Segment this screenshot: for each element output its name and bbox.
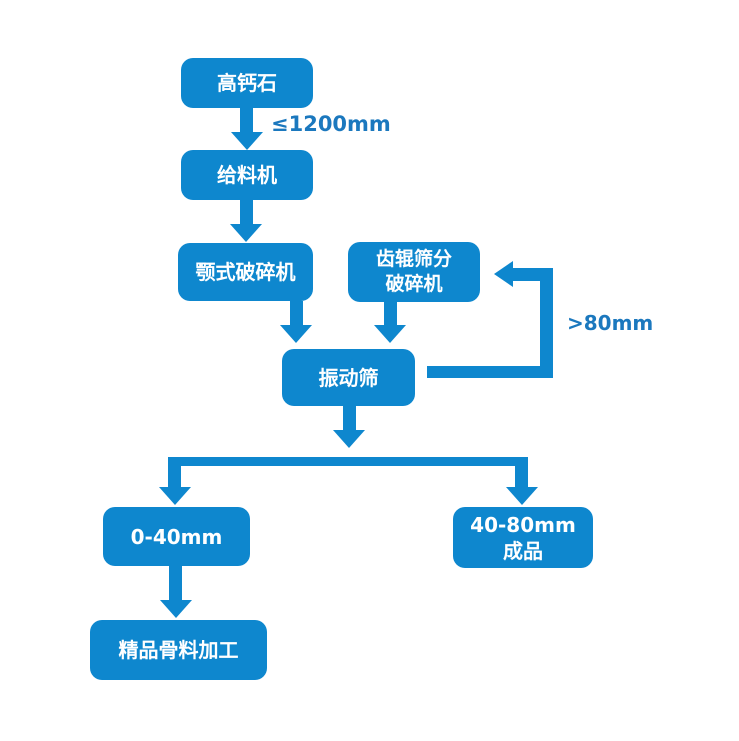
arrow-head-down-icon [230,224,262,242]
node-jaw-crusher: 颚式破碎机 [178,243,313,301]
arrow-segment [240,199,253,225]
arrow-head-down-icon [333,430,365,448]
node-product-0-40mm-label: 0-40mm [130,524,223,549]
loop-top-segment [513,268,553,281]
node-product-40-80mm-finished-label: 40-80mm 成品 [470,512,576,563]
arrow-head-down-icon [231,132,263,150]
node-feeder-label: 给料机 [217,163,277,187]
arrow-head-down-icon [374,325,406,343]
split-right-segment [515,457,528,488]
arrow-segment [343,406,356,430]
node-toothed-roller-screening-crusher-label: 齿辊筛分 破碎机 [375,248,452,295]
node-premium-aggregate-processing-label: 精品骨料加工 [118,638,239,662]
arrow-head-down-icon [159,487,191,505]
arrow-segment [290,301,303,326]
edge-label-oversize-return: >80mm [567,311,654,335]
node-vibrating-screen-label: 振动筛 [318,365,379,390]
arrow-head-left-icon [494,261,513,287]
node-premium-aggregate-processing: 精品骨料加工 [90,620,267,680]
arrow-head-down-icon [506,487,538,505]
arrow-segment [240,107,253,133]
split-left-segment [168,457,181,488]
arrow-head-down-icon [160,600,192,618]
arrow-segment [384,302,397,326]
loop-bottom-segment [427,366,553,378]
node-vibrating-screen: 振动筛 [282,349,415,406]
node-feeder: 给料机 [181,150,313,200]
node-jaw-crusher-label: 颚式破碎机 [195,260,296,284]
arrow-head-down-icon [280,325,312,343]
loop-vertical-segment [540,268,553,378]
node-toothed-roller-screening-crusher: 齿辊筛分 破碎机 [348,242,480,302]
node-high-calcium-stone: 高钙石 [181,58,313,108]
node-high-calcium-stone-label: 高钙石 [217,71,277,95]
node-product-40-80mm-finished: 40-80mm 成品 [453,507,593,568]
arrow-segment [169,566,182,601]
node-product-0-40mm: 0-40mm [103,507,250,566]
split-horizontal-bar [168,457,528,466]
edge-label-max-feed-size: ≤1200mm [271,112,391,136]
